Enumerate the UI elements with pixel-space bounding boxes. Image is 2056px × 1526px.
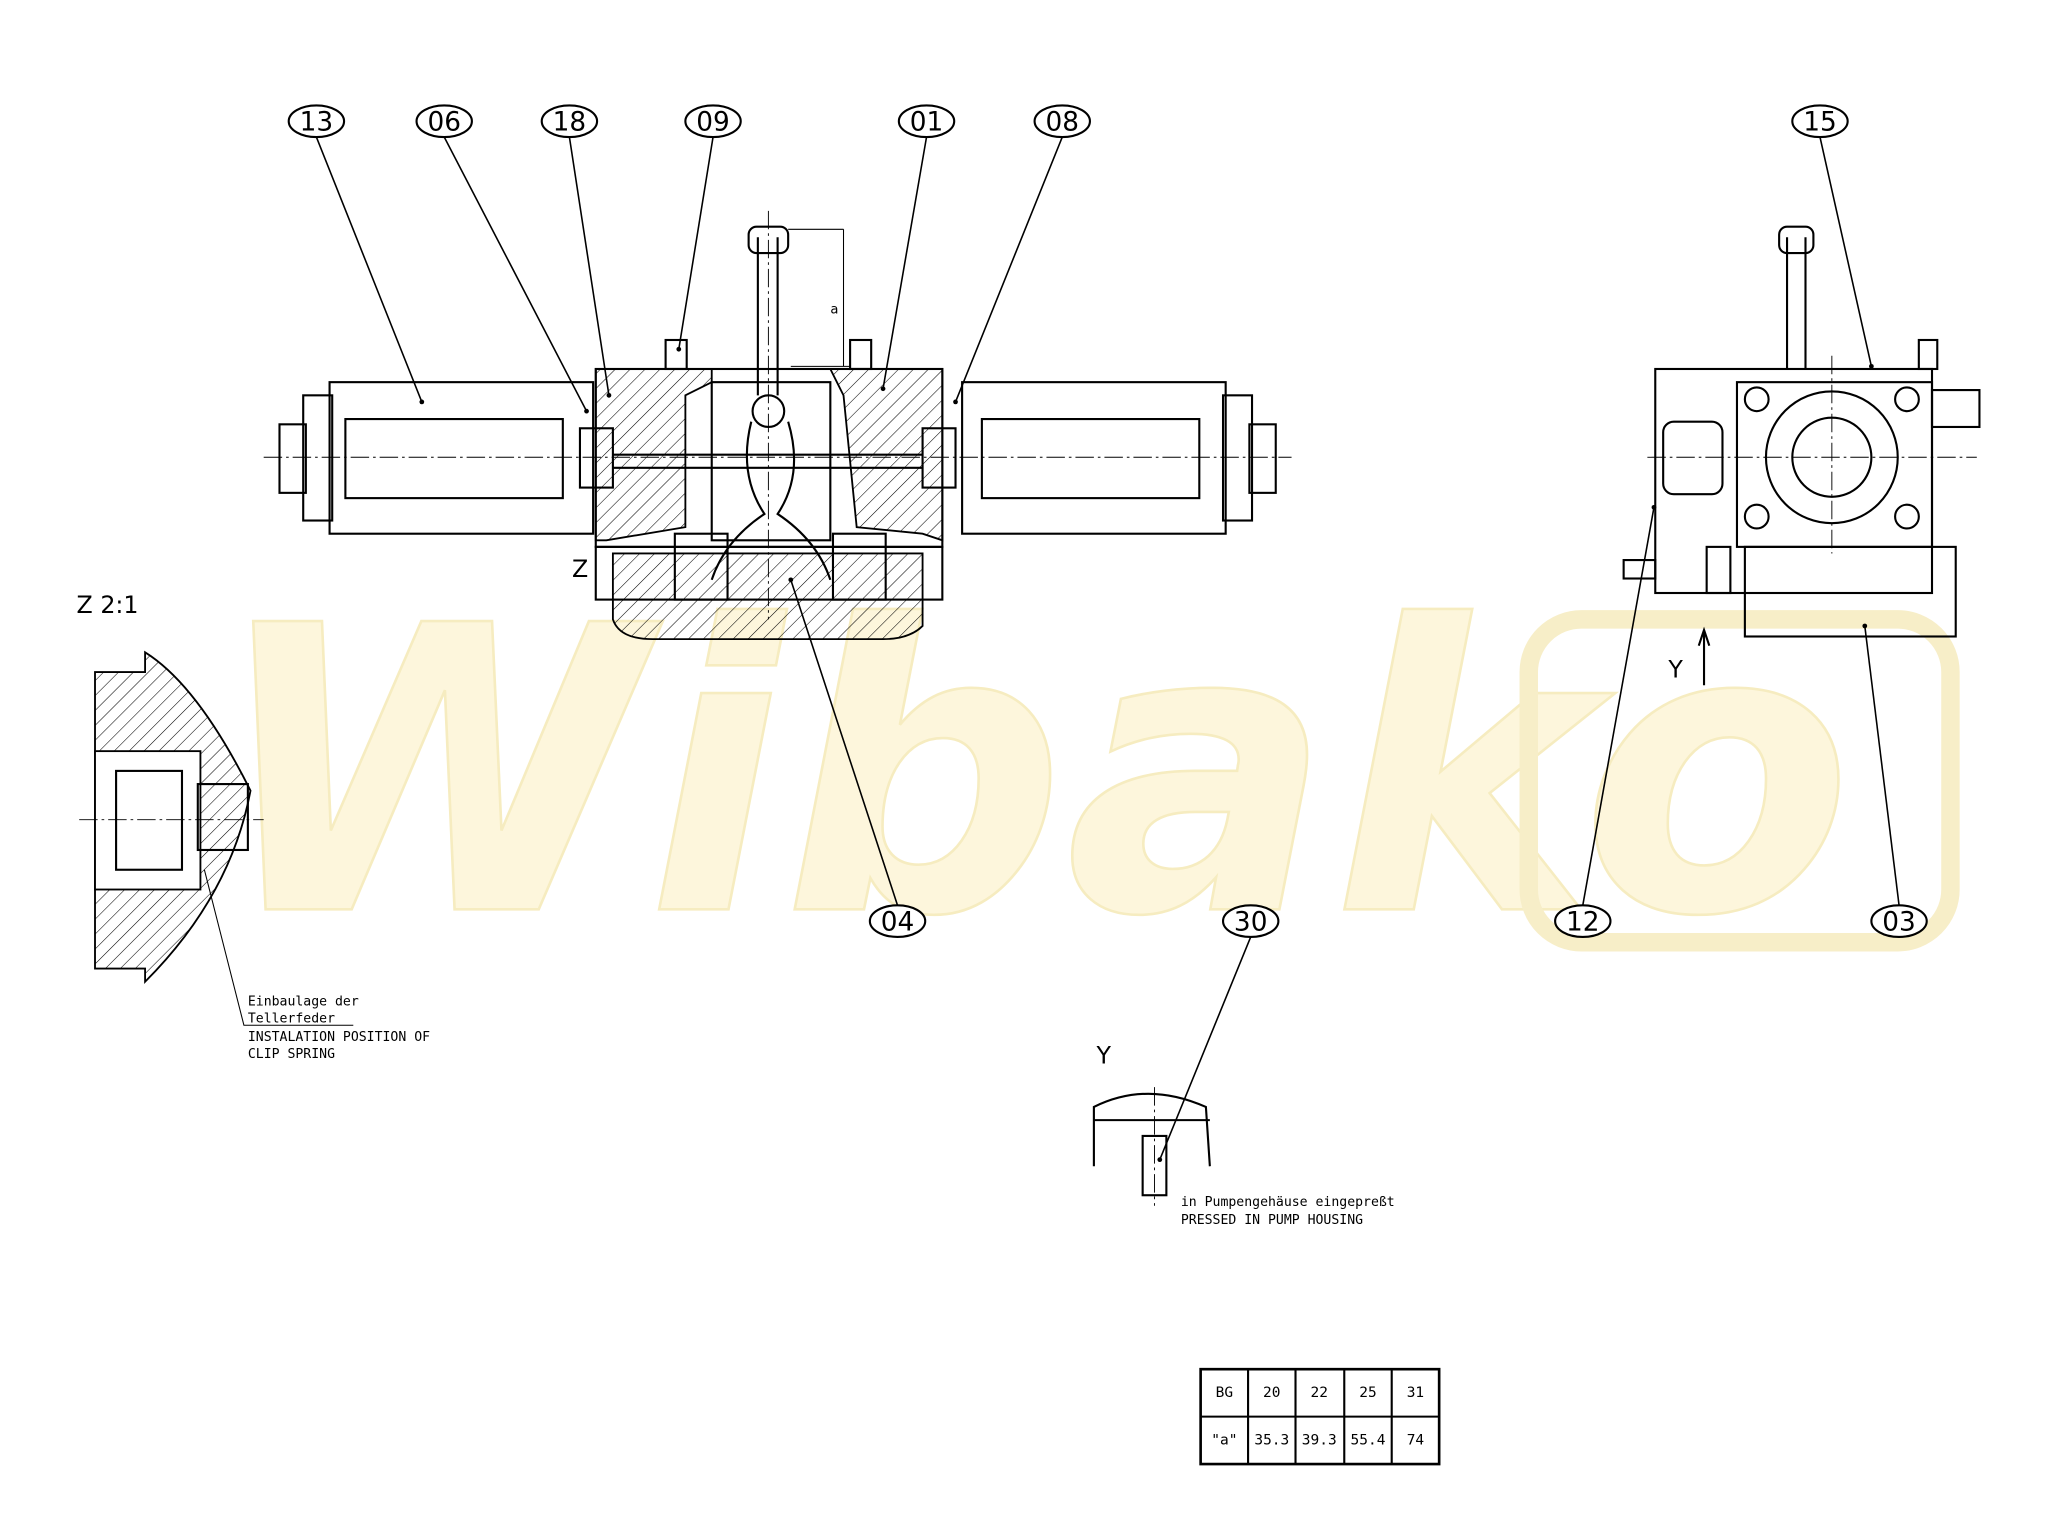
- balloon-06: 06: [415, 104, 589, 414]
- balloon-12: 12: [1554, 504, 1657, 939]
- balloon-number: 15: [1803, 108, 1837, 138]
- pressed-note-de: in Pumpengehäuse eingepreßt: [1181, 1195, 1395, 1210]
- leader-line: [882, 136, 928, 389]
- view-y-arrow-label: Y: [1667, 655, 1683, 683]
- clip-spring-note-en-1: INSTALATION POSITION OF: [248, 1030, 430, 1045]
- table-row-label: "a": [1211, 1432, 1237, 1448]
- balloon-13: 13: [287, 104, 425, 405]
- balloon-08: 08: [953, 104, 1091, 405]
- detail-y-label: Y: [1096, 1041, 1112, 1069]
- balloon-outline: [1554, 904, 1612, 939]
- leader-line: [443, 136, 588, 412]
- balloon-outline: [868, 904, 927, 939]
- table-cell: 74: [1407, 1432, 1425, 1448]
- leader-dot: [419, 399, 425, 405]
- balloon-number: 08: [1045, 108, 1079, 138]
- leader-dot: [606, 392, 612, 398]
- main-section-view: a Z: [263, 210, 1292, 641]
- balloon-outline: [1221, 904, 1280, 939]
- balloon-outline: [684, 104, 742, 139]
- dimension-table: BG 20 22 25 31 "a" 35.3 39.3 55.4 74: [1199, 1367, 1441, 1466]
- table-header-cell: 31: [1407, 1385, 1424, 1401]
- dimension-a-label: a: [830, 303, 838, 318]
- balloon-number: 04: [881, 907, 915, 937]
- balloon-04: 04: [788, 577, 927, 939]
- leader-dot: [953, 399, 958, 405]
- balloon-number: 13: [300, 108, 334, 138]
- leader-dot: [676, 346, 682, 352]
- view-z-label: Z: [572, 555, 588, 583]
- balloon-outline: [1791, 104, 1849, 139]
- balloon-03: 03: [1862, 623, 1928, 939]
- table-header-cell: 20: [1263, 1385, 1280, 1401]
- balloon-outline: [287, 104, 346, 139]
- table-cell: 39.3: [1302, 1432, 1337, 1448]
- balloon-outline: [415, 104, 473, 139]
- balloon-15: 15: [1791, 104, 1874, 369]
- leader-dot: [1869, 363, 1874, 369]
- leader-dot: [788, 577, 794, 583]
- leader-line: [1819, 136, 1873, 367]
- balloon-18: 18: [540, 104, 612, 398]
- table-header-cell: 22: [1311, 1385, 1328, 1401]
- balloon-number: 03: [1882, 907, 1916, 937]
- leader-line: [315, 136, 423, 403]
- balloon-outline: [1033, 104, 1091, 139]
- clip-spring-note-en-2: CLIP SPRING: [248, 1047, 335, 1062]
- balloon-number: 12: [1566, 907, 1600, 937]
- leader-line: [954, 136, 1063, 403]
- leader-dot: [1157, 1157, 1163, 1163]
- balloon-outline: [1870, 904, 1928, 939]
- balloon-number: 18: [553, 108, 587, 138]
- leader-line: [1159, 936, 1252, 1160]
- balloon-callouts: 13 06 18 09 01 08 15 04 30 12 03: [287, 104, 1928, 1163]
- detail-z-label: Z 2:1: [77, 591, 139, 619]
- detail-y-view: Y in Pumpengehäuse eingepreßt PRESSED IN…: [1092, 1041, 1395, 1228]
- leader-line: [678, 136, 714, 350]
- table-header-cell: 25: [1359, 1385, 1376, 1401]
- clip-spring-note-de-2: Tellerfeder: [248, 1012, 335, 1027]
- table-cell: 35.3: [1254, 1432, 1289, 1448]
- leader-dot: [1862, 623, 1868, 629]
- leader-dot: [880, 386, 886, 392]
- balloon-09: 09: [676, 104, 742, 352]
- leader-line: [790, 579, 899, 906]
- pressed-note-en: PRESSED IN PUMP HOUSING: [1181, 1213, 1363, 1228]
- leader-line: [568, 136, 610, 396]
- balloon-number: 30: [1234, 907, 1268, 937]
- balloon-outline: [897, 104, 956, 139]
- balloon-number: 09: [696, 108, 730, 138]
- leader-dot: [1651, 504, 1657, 510]
- detail-z-view: Z 2:1 Einbaulage der Tellerfeder INSTALA…: [77, 591, 431, 1062]
- balloon-outline: [540, 104, 599, 139]
- watermark-logo: [1519, 610, 1960, 952]
- balloon-01: 01: [880, 104, 956, 392]
- balloon-number: 01: [910, 108, 944, 138]
- table-header-bg: BG: [1216, 1385, 1233, 1401]
- leader-line: [1582, 507, 1655, 906]
- side-view: Y: [1622, 225, 1981, 686]
- balloon-number: 06: [427, 108, 461, 138]
- clip-spring-note-de-1: Einbaulage der: [248, 994, 359, 1009]
- balloon-30: 30: [1157, 904, 1280, 1163]
- table-cell: 55.4: [1351, 1432, 1386, 1448]
- leader-line: [1864, 625, 1900, 906]
- leader-dot: [584, 408, 589, 414]
